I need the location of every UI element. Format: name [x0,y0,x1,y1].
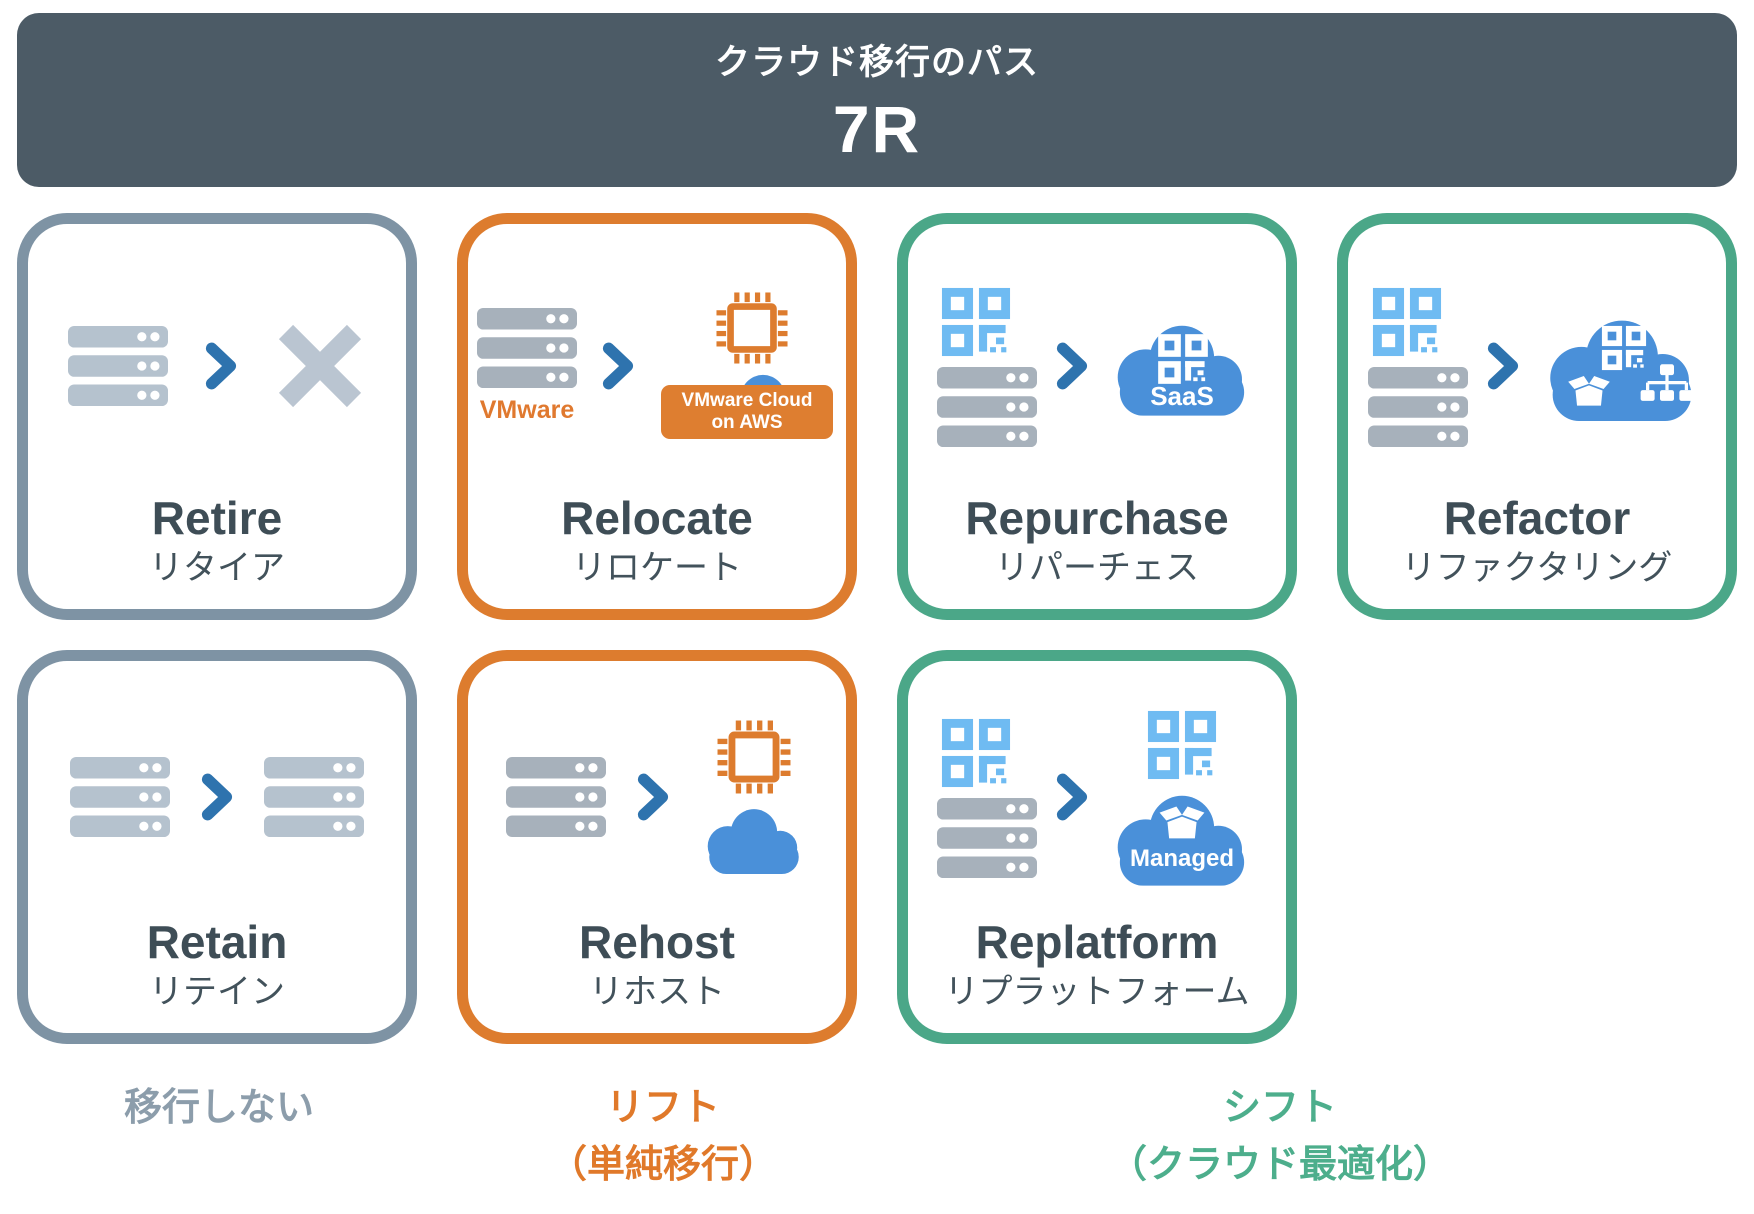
card-title: Retain [146,915,288,968]
server-stack-icon [937,798,1037,878]
server-stack-icon [264,757,364,837]
arrow-right-icon [1055,772,1089,822]
retire-icon-row [34,240,400,493]
repurchase-icon-row: SaaS [914,240,1280,493]
rehost-icon-row [474,677,840,917]
arrow-right-icon [1486,341,1520,391]
cpu-chip-icon [716,719,792,795]
header-title: 7R [832,91,922,166]
card-replatform: Managed Replatform リプラットフォーム [897,650,1297,1044]
header-subtitle: クラウド移行のパス [714,42,1039,82]
refactor-cloud [1538,311,1706,421]
card-subtitle: リプラットフォーム [944,973,1250,1012]
repurchase-source [937,285,1037,447]
card-title: Retire [151,491,283,544]
group-label-line1: 移行しない [123,1087,314,1129]
server-stack-icon [68,326,168,406]
relocate-target: VMware Cloud on AWS [659,291,837,441]
refactor-icon-row [1354,240,1720,493]
arrow-right-icon [204,341,238,391]
card-rehost: Rehost リホスト [457,650,857,1044]
card-title: Refactor [1443,491,1631,544]
app-grid-icon [1145,708,1219,782]
group-label-line2: （単純移行） [548,1144,777,1186]
cpu-chip-icon [715,291,789,365]
open-box-icon [1563,368,1615,410]
app-grid-icon [1156,332,1210,386]
arrow-right-icon [200,772,234,822]
retain-icon-row [34,677,400,917]
group-label-line1: シフト [1222,1087,1337,1129]
group-label-no-migration: 移行しない [17,1080,421,1137]
replatform-target: Managed [1107,708,1257,886]
server-stack-icon [477,308,577,388]
vmware-cloud-on-aws-badge: VMware Cloud on AWS [661,385,833,440]
card-retain: Retain リテイン [17,650,417,1044]
card-relocate: VMware VMware Cloud on AWS Relocate リロケー… [457,213,857,620]
card-subtitle: リホスト [589,973,725,1012]
group-label-line1: リフト [605,1087,720,1129]
saas-cloud: SaaS [1107,317,1257,416]
server-stack-icon [70,757,170,837]
card-title: Replatform [975,915,1219,968]
saas-label: SaaS [1150,380,1214,411]
managed-cloud: Managed [1107,787,1257,886]
vmware-label: VMware [479,395,575,424]
app-grid-icon [939,285,1013,359]
rehost-target [700,719,808,874]
card-title: Rehost [579,915,735,968]
arrow-right-icon [636,772,670,822]
card-subtitle: リファクタリング [1401,549,1673,588]
card-subtitle: リテイン [149,973,285,1012]
card-title: Relocate [561,491,753,544]
cards-grid: Retire リタイア VMware VMware Cloud on AWS [17,213,1737,1044]
org-tree-icon [1639,363,1695,413]
card-subtitle: リロケート [572,549,742,588]
replatform-source [937,716,1037,878]
group-label-line2: （クラウド最適化） [1108,1144,1451,1186]
group-label-shift: シフト （クラウド最適化） [1020,1080,1540,1194]
replatform-icon-row: Managed [914,677,1280,917]
header-banner: クラウド移行のパス 7R [17,13,1737,187]
badge-line2: on AWS [711,412,783,434]
open-box-icon [1154,798,1210,843]
managed-label: Managed [1129,844,1234,872]
relocate-icon-row: VMware VMware Cloud on AWS [474,240,840,493]
server-stack-icon [937,367,1037,447]
app-grid-icon [939,716,1013,790]
group-label-lift: リフト （単純移行） [461,1080,865,1194]
x-mark-icon [274,320,366,412]
card-retire: Retire リタイア [17,213,417,620]
arrow-right-icon [601,341,635,391]
card-refactor: Refactor リファクタリング [1337,213,1737,620]
refactor-source [1368,285,1468,447]
server-stack-icon [506,757,606,837]
app-grid-icon [1370,285,1444,359]
arrow-right-icon [1055,341,1089,391]
relocate-source: VMware [477,308,577,425]
card-title: Repurchase [965,491,1229,544]
card-subtitle: リパーチェス [995,549,1199,588]
cloud-icon [700,803,808,874]
card-repurchase: SaaS Repurchase リパーチェス [897,213,1297,620]
badge-line1: VMware Cloud [681,390,813,412]
server-stack-icon [1368,367,1468,447]
strategy-group-labels: 移行しない リフト （単純移行） シフト （クラウド最適化） [0,1080,1754,1214]
card-subtitle: リタイア [149,549,285,588]
